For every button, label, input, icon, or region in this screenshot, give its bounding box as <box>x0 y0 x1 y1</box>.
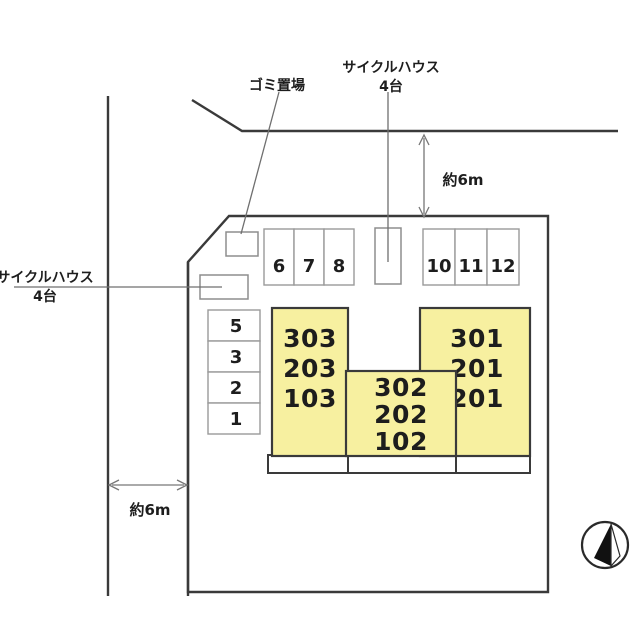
building-west-footprint <box>270 306 350 458</box>
dimension-top-setback-arrow-up <box>418 133 430 146</box>
unit-label-201: 201 <box>450 354 504 383</box>
dimension-road-arrow-right <box>176 479 189 491</box>
parking-stall-8[interactable] <box>323 228 355 286</box>
dimension-top-setback: 約6m <box>418 133 484 219</box>
parking-stall-5-label: 5 <box>230 316 243 337</box>
parking-stall-3[interactable] <box>207 340 261 373</box>
north-arrow-icon <box>594 524 611 566</box>
parking-stall-12[interactable] <box>486 228 520 286</box>
parking-stall-7[interactable] <box>293 228 325 286</box>
trash-leader-line <box>240 91 280 235</box>
parking-stall-2-label: 2 <box>230 378 243 399</box>
trash-label: ゴミ置場 <box>249 77 305 94</box>
road-top-edge <box>191 98 618 133</box>
entry-strip-center <box>347 454 457 474</box>
unit-label-202: 202 <box>374 400 428 429</box>
parking-stall-7-label: 7 <box>303 256 316 277</box>
dimension-top-setback-arrow-down <box>418 206 430 219</box>
unit-label-102: 102 <box>374 427 428 456</box>
building-center-footprint <box>344 369 458 458</box>
entry-strip-east <box>455 454 531 474</box>
dimension-road-arrow-left <box>107 479 120 491</box>
parking-stall-10-label: 10 <box>426 256 451 277</box>
parking-stall-8-label: 8 <box>333 256 346 277</box>
dimension-road-width-label: 約6m <box>129 501 170 519</box>
unit-label-301: 301 <box>450 324 504 353</box>
entry-strip-west <box>267 454 349 474</box>
unit-label-302: 302 <box>374 373 428 402</box>
building-entry-strip <box>267 454 531 474</box>
unit-label-303: 303 <box>283 324 337 353</box>
compass-arrow-light-half <box>610 523 621 568</box>
compass-rose <box>580 520 630 570</box>
parking-stall-6[interactable] <box>263 228 295 286</box>
parking-stall-11-label: 11 <box>458 256 483 277</box>
parking-stall-10[interactable] <box>422 228 456 286</box>
unit-label-103: 103 <box>283 384 337 413</box>
cycle-house-left-label-line1: サイクルハウス <box>0 270 94 286</box>
parking-stall-12-label: 12 <box>490 256 515 277</box>
building-west-block[interactable]: 303 203 103 <box>270 306 350 458</box>
parking-stall-1[interactable] <box>207 402 261 435</box>
cycle-house-top-label-line2: 4台 <box>379 78 403 95</box>
dimension-top-setback-label: 約6m <box>442 171 483 189</box>
cycle-house-top-label-line1: サイクルハウス <box>342 60 439 76</box>
trash-enclosure-box[interactable] <box>225 231 259 257</box>
parking-stall-1-label: 1 <box>230 409 243 430</box>
dimension-road-width: 約6m <box>107 478 189 519</box>
unit-label-203: 203 <box>283 354 337 383</box>
parking-group-left-column: 5 3 2 1 <box>207 309 261 435</box>
unit-label-201b: 201 <box>450 384 504 413</box>
building-center-block[interactable]: 302 202 102 <box>344 369 458 458</box>
parking-group-top-left: 6 7 8 <box>263 228 355 286</box>
parking-stall-6-label: 6 <box>273 256 286 277</box>
parking-stall-3-label: 3 <box>230 347 243 368</box>
cycle-house-left-label-line2: 4台 <box>33 288 57 305</box>
parking-group-top-right: 10 11 12 <box>422 228 520 286</box>
parking-stall-5[interactable] <box>207 309 261 342</box>
